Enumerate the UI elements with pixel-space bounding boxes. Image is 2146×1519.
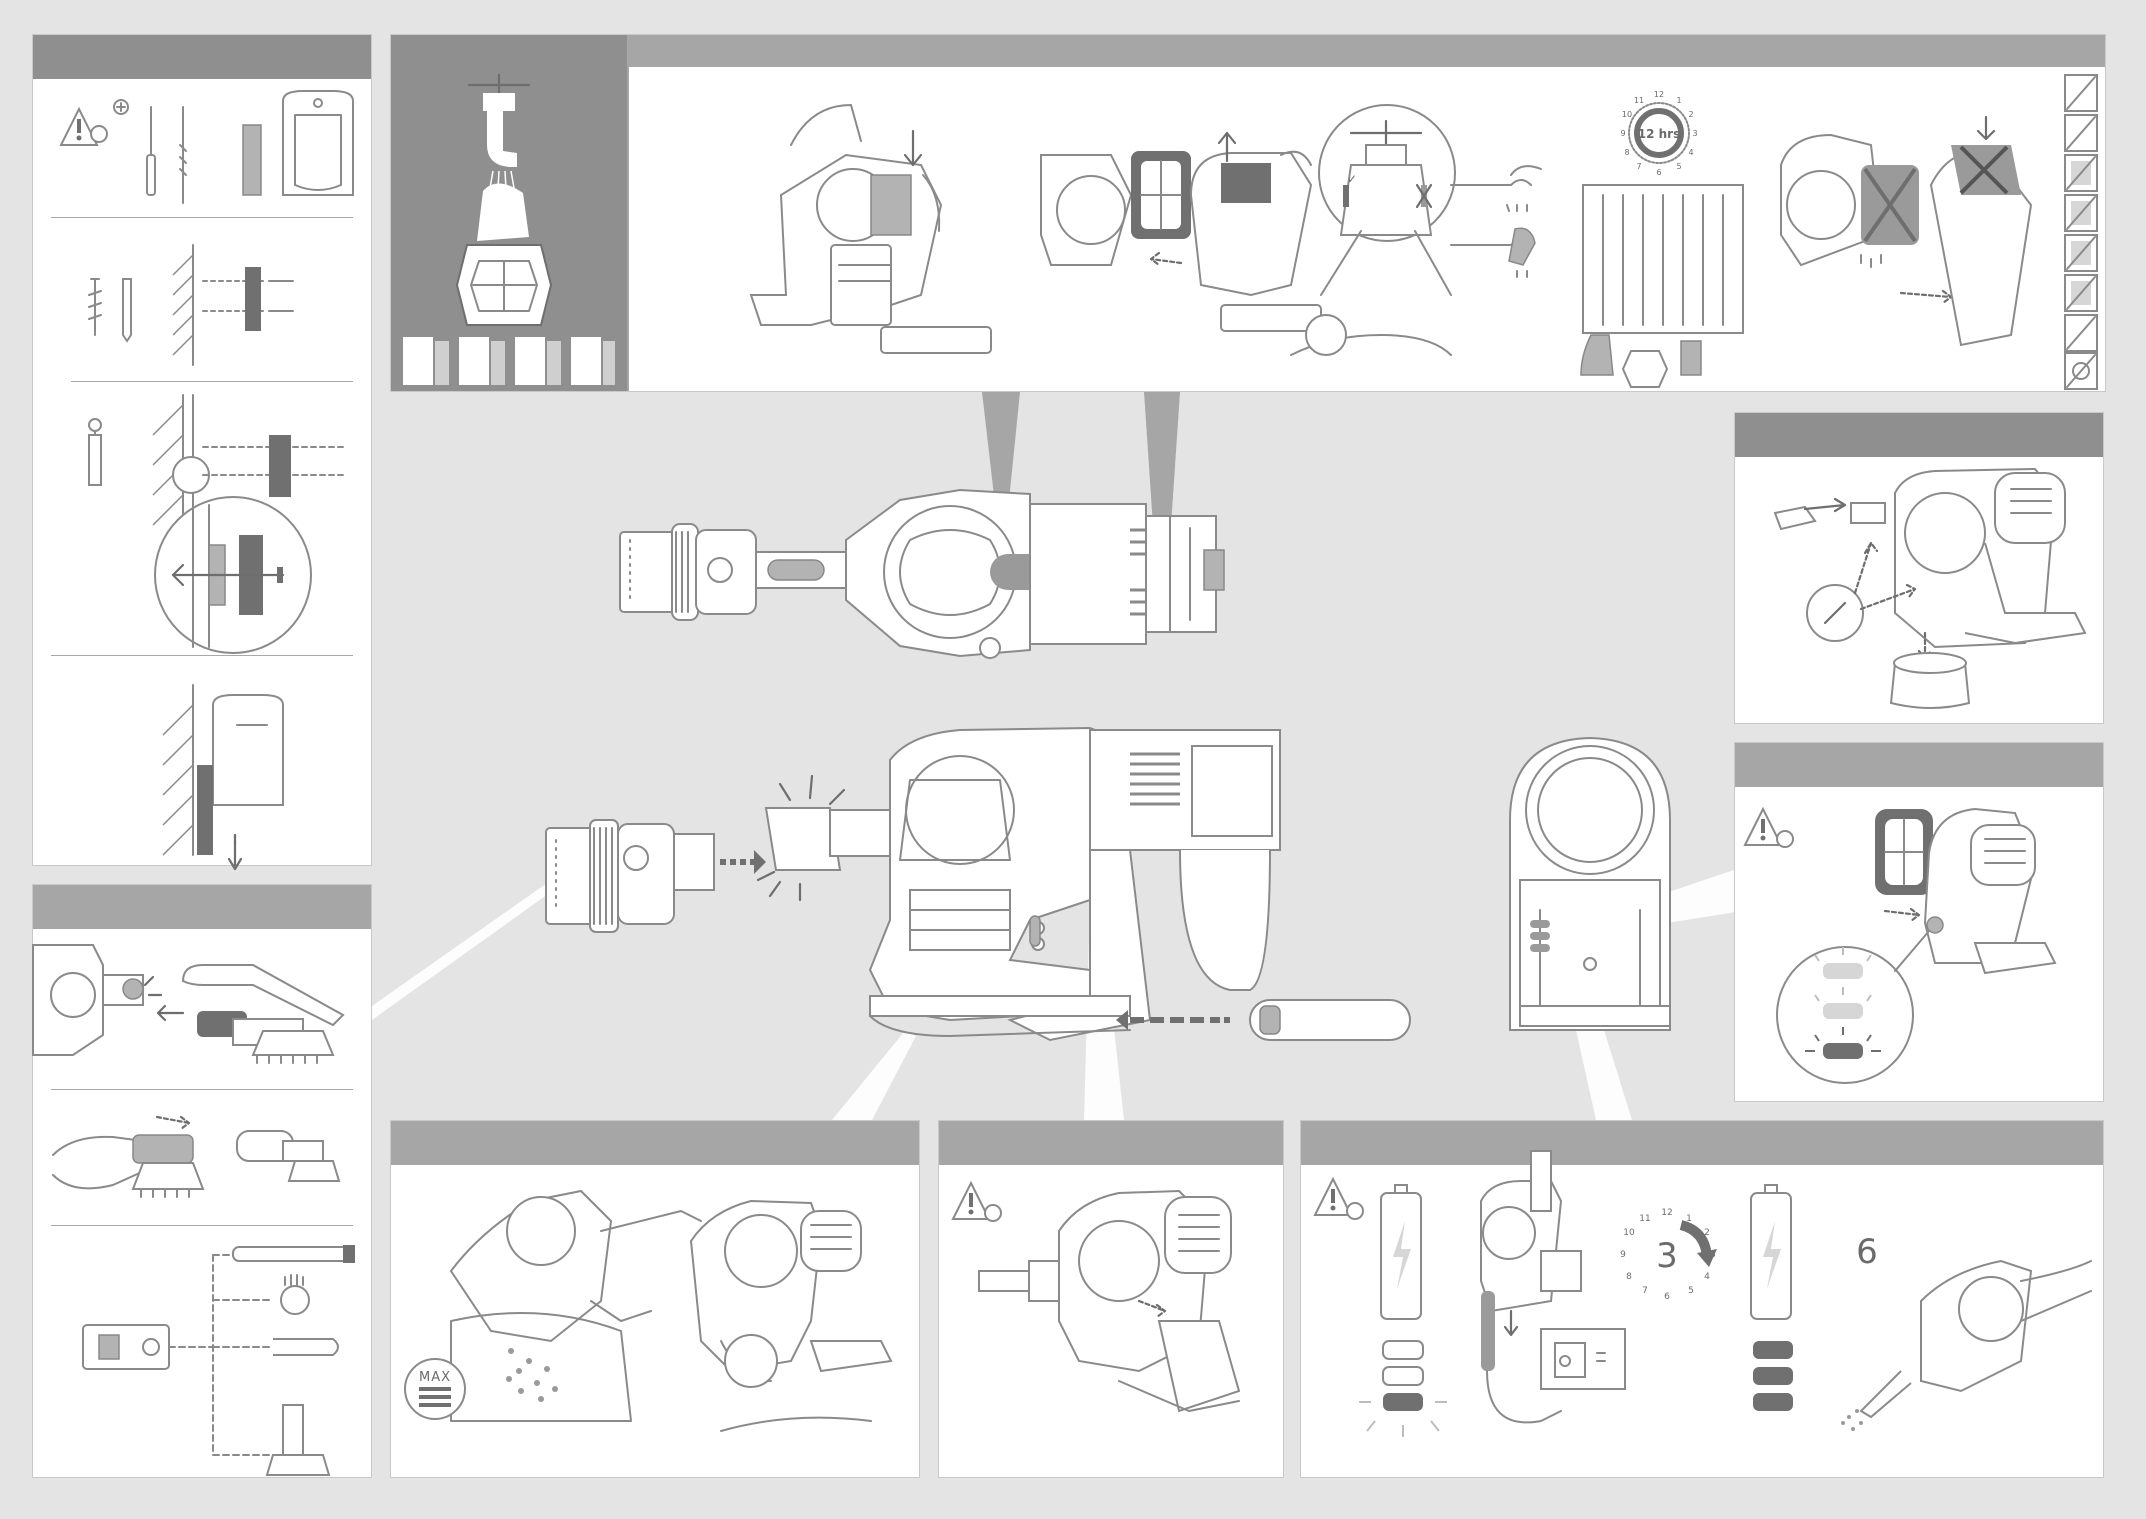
crossed-out-icon: [2065, 315, 2097, 351]
max-label: MAX: [419, 1370, 451, 1385]
warning-icon: [1315, 1179, 1363, 1219]
tap-washing-icon: [457, 75, 551, 325]
crossed-out-icon: [2065, 275, 2097, 311]
wall-mount-steps-illustration: [33, 35, 373, 867]
svg-text:✓: ✓: [1347, 172, 1357, 186]
clock-number: 12: [1654, 90, 1664, 99]
drying-duration-label: 12 hrs: [1638, 127, 1680, 141]
warning-icon: [61, 109, 107, 145]
clock-number: 8: [1624, 148, 1629, 157]
clock-number: 3: [1692, 129, 1697, 138]
max-line-icon: MAX: [405, 1359, 465, 1419]
combination-tool-icon: [197, 1011, 333, 1063]
machine-rear-view-illustration: [1500, 730, 1700, 1030]
bin-release-illustration: [1735, 413, 2105, 725]
machine-on-charger-icon: [1481, 1151, 1625, 1422]
drying-clock-icon: 12 hrs 12 1 2 3 4 5 6 7 8 9 10 11: [1620, 90, 1697, 177]
squeeze-filter-icon: [1451, 166, 1541, 277]
pull-filter-step-icon: [1191, 133, 1321, 331]
prohibited-actions-column: [2065, 75, 2097, 389]
machine-side-view-illustration: [530, 720, 1410, 1100]
crossed-out-icon: [2065, 235, 2097, 271]
attachments-tree-icon: [83, 1245, 355, 1475]
charging-panel: 12 1 2 3 4 5 6 7 8 9 10 11 3: [1300, 1120, 2104, 1478]
crossed-out-icon: [2065, 155, 2097, 191]
machine-nozzle-release-icon: [33, 945, 183, 1055]
remove-filter-step-icon: [751, 105, 991, 353]
clock-number: 7: [1642, 1286, 1648, 1296]
tools-illustration: [33, 885, 373, 1479]
clock-number: 8: [1626, 1272, 1632, 1282]
empty-bin-illustration: MAX: [391, 1121, 921, 1479]
clock-number: 1: [1676, 96, 1681, 105]
crossed-out-icon: [2065, 75, 2097, 111]
clock-number: 2: [1688, 110, 1693, 119]
trigger-panel: [938, 1120, 1284, 1478]
do-not-dry-icon: [1781, 117, 2031, 345]
dock-on-wall-icon: [163, 685, 283, 869]
crossed-out-icon: [2065, 115, 2097, 151]
wall-plugs-icon: [89, 245, 293, 365]
clock-number: 9: [1620, 1250, 1626, 1260]
clock-number: 7: [1636, 162, 1641, 171]
clock-number: 6: [1656, 168, 1661, 177]
clock-number: 10: [1622, 110, 1632, 119]
charge-timer-clock-icon: 12 1 2 3 4 5 6 7 8 9 10 11 3: [1620, 1208, 1717, 1302]
charging-illustration: 12 1 2 3 4 5 6 7 8 9 10 11 3: [1301, 1121, 2105, 1479]
charge-hours-display: 3: [1656, 1236, 1678, 1276]
clock-number: 9: [1620, 129, 1625, 138]
clock-number: 12: [1661, 1208, 1672, 1218]
machine-in-use-icon: [1841, 1261, 2091, 1431]
crossed-out-icon: [2065, 353, 2097, 389]
filter-out-step-icon: [1041, 151, 1191, 265]
trigger-illustration: [939, 1121, 1285, 1479]
filter-rinse-strip-icon: [399, 333, 619, 389]
radiator-icon: [1581, 185, 1743, 387]
clock-number: 10: [1623, 1228, 1635, 1238]
battery-full-icon: [1751, 1185, 1793, 1411]
filter-indicator-panel: [1734, 742, 2104, 1102]
warning-icon: [1745, 809, 1793, 847]
machine-top-view-illustration: [610, 480, 1290, 680]
wall-mount-panel: [32, 34, 372, 866]
clock-number: 5: [1688, 1286, 1694, 1296]
filter-wash-illustration: ✓ 12 hrs 12 1 2 3: [391, 35, 2107, 393]
run-time-display: 6: [1856, 1232, 1878, 1272]
empty-bin-panel: MAX: [390, 1120, 920, 1478]
clock-number: 4: [1688, 148, 1693, 157]
dock-icon: [243, 91, 353, 195]
bin-release-panel: [1734, 412, 2104, 724]
filter-indicator-illustration: [1735, 743, 2105, 1103]
screwdriver-icon: [114, 100, 186, 203]
warning-icon: [953, 1183, 1001, 1221]
clock-number: 5: [1676, 162, 1681, 171]
crossed-out-icon: [2065, 195, 2097, 231]
battery-low-icon: [1359, 1185, 1447, 1437]
wash-temperature-icon: ✓: [1291, 105, 1455, 355]
clock-number: 6: [1664, 1292, 1670, 1302]
clock-number: 11: [1634, 96, 1644, 105]
filter-wash-panel: ✓ 12 hrs 12 1 2 3: [390, 34, 2106, 392]
brush-slide-icon: [53, 1117, 339, 1197]
wall-fixing-detail-icon: [89, 395, 343, 653]
tools-panel: [32, 884, 372, 1478]
clock-number: 4: [1704, 1272, 1710, 1282]
clock-number: 11: [1639, 1214, 1650, 1224]
